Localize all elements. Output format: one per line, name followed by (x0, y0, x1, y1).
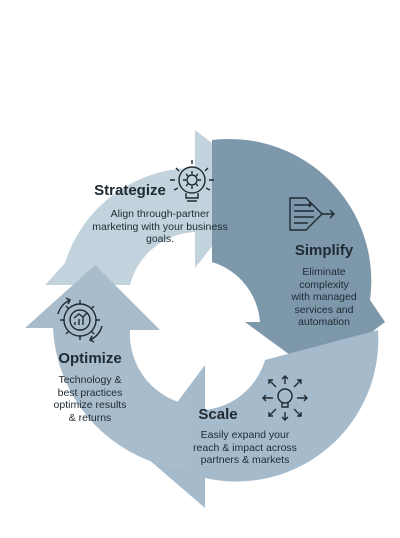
optimize-text-line: best practices (57, 386, 123, 399)
strategize-text-line: goals. (145, 233, 175, 245)
simplify-text-line: complexity (299, 278, 349, 291)
gear-bulb-icon (170, 160, 214, 202)
scale-title: Scale (198, 406, 238, 423)
optimize-text-line: Technology & (58, 374, 122, 386)
segment-scale (140, 330, 379, 508)
bulb-burst-icon (262, 375, 308, 421)
scale-text: Easily expand your reach & impact across… (170, 429, 320, 467)
segment-strategize (45, 130, 263, 285)
segment-optimize (25, 265, 190, 470)
gear-chart-icon (57, 297, 103, 343)
simplify-text-line: with managed (291, 291, 357, 303)
strategize-text: Align through-partner marketing with you… (75, 208, 245, 246)
scale-text-line: reach & impact across (193, 441, 297, 454)
strategize-text-line: marketing with your business (92, 220, 228, 233)
simplify-text: Eliminate complexity with managed servic… (279, 266, 369, 329)
simplify-text-line: Eliminate (302, 266, 346, 278)
simplify-title: Simplify (294, 242, 354, 259)
optimize-text-line: & returns (68, 411, 112, 424)
strategize-text-line: Align through-partner (110, 208, 210, 220)
scale-text-line: partners & markets (200, 454, 290, 466)
scale-text-line: Easily expand your (200, 429, 290, 441)
simplify-text-line: services and (294, 303, 354, 316)
strategize-title: Strategize (94, 182, 166, 199)
optimize-title: Optimize (58, 350, 122, 367)
simplify-text-line: automation (298, 316, 350, 328)
segment-simplify (212, 138, 385, 374)
optimize-text-line: optimize results (53, 399, 127, 411)
funnel-arrows-icon (289, 197, 335, 231)
optimize-text: Technology & best practices optimize res… (40, 374, 140, 424)
